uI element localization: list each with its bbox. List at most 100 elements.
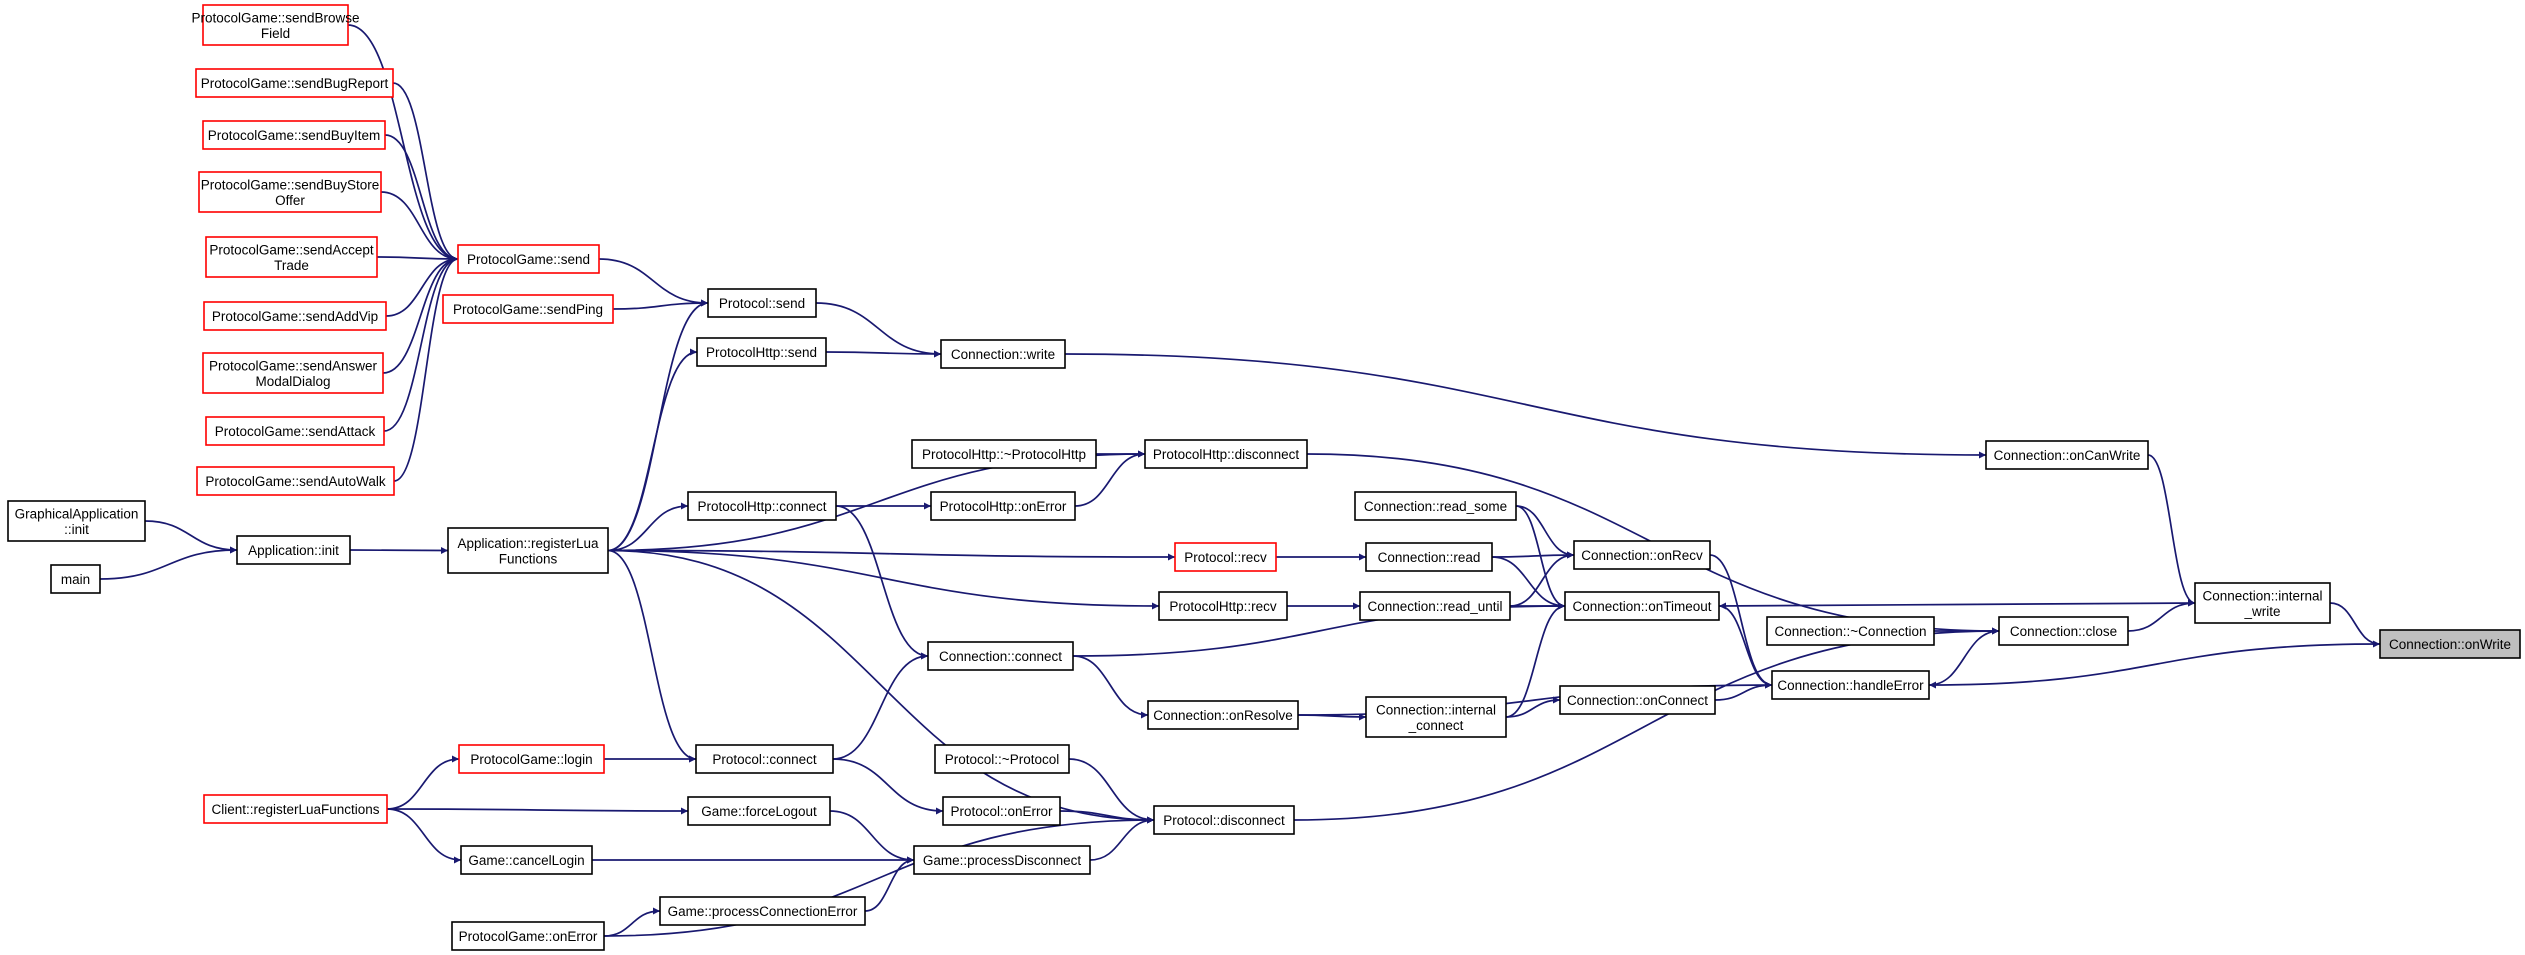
node-box[interactable]	[203, 794, 388, 824]
node-pg-ping[interactable]: ProtocolGame::sendPing	[442, 294, 614, 324]
node-box[interactable]	[1144, 439, 1308, 469]
node-box[interactable]	[205, 236, 378, 278]
node-ph-dtor[interactable]: ProtocolHttp::~ProtocolHttp	[911, 439, 1097, 469]
node-box[interactable]	[1766, 616, 1935, 646]
node-box[interactable]	[202, 352, 384, 394]
node-pg-autowalk[interactable]: ProtocolGame::sendAutoWalk	[196, 466, 395, 496]
node-box[interactable]	[687, 796, 831, 826]
node-box[interactable]	[1354, 491, 1517, 521]
node-main[interactable]: main	[50, 564, 101, 594]
node-pg-login[interactable]: ProtocolGame::login	[458, 744, 605, 774]
node-box[interactable]	[451, 921, 605, 951]
node-box[interactable]	[687, 491, 837, 521]
node-box[interactable]	[2194, 582, 2331, 624]
node-game-procdisc[interactable]: Game::processDisconnect	[913, 845, 1091, 875]
node-box[interactable]	[927, 641, 1074, 671]
node-box[interactable]	[1771, 670, 1930, 700]
node-p-dtor[interactable]: Protocol::~Protocol	[934, 744, 1070, 774]
node-client-reg[interactable]: Client::registerLuaFunctions	[203, 794, 388, 824]
node-ph-conn[interactable]: ProtocolHttp::connect	[687, 491, 837, 521]
node-ph-err[interactable]: ProtocolHttp::onError	[930, 491, 1076, 521]
node-c-read-some[interactable]: Connection::read_some	[1354, 491, 1517, 521]
node-box[interactable]	[1359, 591, 1511, 621]
node-app-init[interactable]: Application::init	[236, 535, 351, 565]
node-pg-buy[interactable]: ProtocolGame::sendBuyItem	[202, 120, 386, 150]
node-box[interactable]	[7, 500, 146, 542]
node-c-connect[interactable]: Connection::connect	[927, 641, 1074, 671]
node-box[interactable]	[1559, 685, 1716, 715]
node-c-onwrite[interactable]: Connection::onWrite	[2379, 629, 2521, 659]
node-app-reg[interactable]: Application::registerLuaFunctions	[447, 527, 609, 574]
node-box[interactable]	[458, 744, 605, 774]
node-p-recv[interactable]: Protocol::recv	[1174, 542, 1277, 572]
node-box[interactable]	[50, 564, 101, 594]
node-box[interactable]	[198, 171, 382, 213]
node-ph-disc[interactable]: ProtocolHttp::disconnect	[1144, 439, 1308, 469]
node-box[interactable]	[442, 294, 614, 324]
node-box[interactable]	[1998, 616, 2129, 646]
node-pg-attack[interactable]: ProtocolGame::sendAttack	[205, 416, 385, 446]
node-box[interactable]	[205, 416, 385, 446]
node-box[interactable]	[236, 535, 351, 565]
node-box[interactable]	[1573, 540, 1711, 570]
node-game-cancel[interactable]: Game::cancelLogin	[460, 845, 593, 875]
node-game-procconn[interactable]: Game::processConnectionError	[659, 896, 866, 926]
node-ph-send[interactable]: ProtocolHttp::send	[696, 337, 827, 367]
node-box[interactable]	[1365, 696, 1507, 738]
node-box[interactable]	[930, 491, 1076, 521]
node-pg-send[interactable]: ProtocolGame::send	[457, 244, 600, 274]
node-box[interactable]	[196, 466, 395, 496]
node-c-onrecv[interactable]: Connection::onRecv	[1573, 540, 1711, 570]
node-box[interactable]	[934, 744, 1070, 774]
node-box[interactable]	[1174, 542, 1277, 572]
node-box[interactable]	[1158, 591, 1288, 621]
node-box[interactable]	[911, 439, 1097, 469]
node-pg-bug[interactable]: ProtocolGame::sendBugReport	[195, 68, 394, 98]
node-p-onerror[interactable]: Protocol::onError	[942, 796, 1061, 826]
node-c-dtor[interactable]: Connection::~Connection	[1766, 616, 1935, 646]
node-c-ontimeout[interactable]: Connection::onTimeout	[1564, 591, 1720, 621]
node-box[interactable]	[460, 845, 593, 875]
node-box[interactable]	[202, 120, 386, 150]
node-box[interactable]	[1564, 591, 1720, 621]
node-box[interactable]	[913, 845, 1091, 875]
node-c-handleerror[interactable]: Connection::handleError	[1771, 670, 1930, 700]
node-c-iwrite[interactable]: Connection::internal_write	[2194, 582, 2331, 624]
node-c-close[interactable]: Connection::close	[1998, 616, 2129, 646]
node-box[interactable]	[2379, 629, 2521, 659]
node-box[interactable]	[940, 339, 1066, 369]
node-box[interactable]	[203, 301, 387, 331]
node-box[interactable]	[1365, 542, 1493, 572]
node-box[interactable]	[695, 744, 834, 774]
node-ph-recv[interactable]: ProtocolHttp::recv	[1158, 591, 1288, 621]
node-box[interactable]	[1147, 700, 1299, 730]
node-pg-addvip[interactable]: ProtocolGame::sendAddVip	[203, 301, 387, 331]
node-p-send[interactable]: Protocol::send	[707, 288, 817, 318]
node-box[interactable]	[1985, 440, 2149, 470]
node-p-connect[interactable]: Protocol::connect	[695, 744, 834, 774]
node-ga-init[interactable]: GraphicalApplication::init	[7, 500, 146, 542]
node-c-iconnect[interactable]: Connection::internal_connect	[1365, 696, 1507, 738]
node-box[interactable]	[942, 796, 1061, 826]
node-box[interactable]	[457, 244, 600, 274]
node-box[interactable]	[447, 527, 609, 574]
node-c-read[interactable]: Connection::read	[1365, 542, 1493, 572]
node-pg-onerror[interactable]: ProtocolGame::onError	[451, 921, 605, 951]
node-c-onconnect[interactable]: Connection::onConnect	[1559, 685, 1716, 715]
node-box[interactable]	[195, 68, 394, 98]
node-p-disc[interactable]: Protocol::disconnect	[1153, 805, 1295, 835]
node-game-force[interactable]: Game::forceLogout	[687, 796, 831, 826]
node-box[interactable]	[707, 288, 817, 318]
node-c-read-until[interactable]: Connection::read_until	[1359, 591, 1511, 621]
node-c-onresolve[interactable]: Connection::onResolve	[1147, 700, 1299, 730]
node-box[interactable]	[696, 337, 827, 367]
node-box[interactable]	[659, 896, 866, 926]
node-c-oncanwrite[interactable]: Connection::onCanWrite	[1985, 440, 2149, 470]
node-c-write[interactable]: Connection::write	[940, 339, 1066, 369]
node-box[interactable]	[202, 4, 349, 46]
node-box[interactable]	[1153, 805, 1295, 835]
